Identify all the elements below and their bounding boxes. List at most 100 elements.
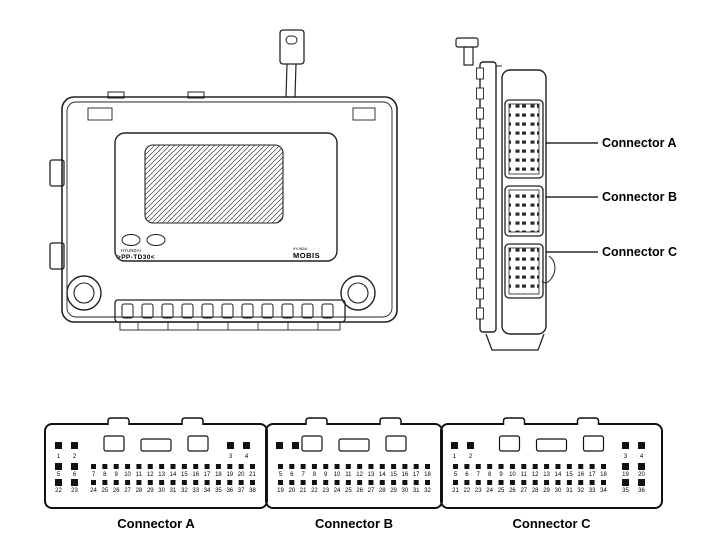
pin: [379, 464, 385, 469]
pin: [402, 480, 408, 485]
pin: [289, 480, 295, 485]
connector-label: Connector B: [315, 516, 393, 531]
housing-tab: [379, 417, 402, 425]
pin: [555, 480, 561, 485]
pin-number: 15: [390, 472, 397, 478]
pin: [368, 480, 374, 485]
top-edge-tab: [107, 91, 125, 99]
housing-key-slot: [187, 435, 209, 452]
housing-tab: [107, 417, 130, 425]
pin-number: 14: [379, 472, 386, 478]
pin-number: 18: [424, 472, 431, 478]
pin: [601, 480, 606, 485]
pin: [125, 480, 131, 485]
pin: [578, 464, 584, 469]
module-side-view: Connector A Connector B Connector C: [455, 37, 677, 351]
housing-key-slot: [301, 435, 323, 452]
pin: [638, 463, 645, 470]
pin: [589, 464, 595, 469]
pin-number: 12: [532, 472, 539, 478]
pin-number: 25: [102, 488, 109, 494]
pin: [566, 464, 572, 469]
pin: [227, 480, 233, 485]
pin-number: 22: [55, 488, 62, 494]
pin-number: 26: [356, 488, 363, 494]
pin-number: 24: [90, 488, 97, 494]
pin-number: 31: [170, 488, 177, 494]
pin-number: 8: [103, 472, 107, 478]
pin-number: 25: [345, 488, 352, 494]
pin-number: 6: [73, 472, 77, 478]
pin-number: 37: [238, 488, 245, 494]
pin: [113, 480, 119, 485]
pin: [589, 480, 595, 485]
left-mount-tab: [49, 242, 65, 270]
pin: [413, 464, 419, 469]
pin: [289, 464, 295, 469]
pin-number: 19: [622, 472, 629, 478]
callout-label-a: Connector A: [602, 136, 677, 150]
pin-number: 33: [192, 488, 199, 494]
pin-number: 9: [499, 472, 503, 478]
pin: [71, 442, 78, 449]
pin-number: 20: [638, 472, 645, 478]
pin-number: 4: [245, 454, 249, 460]
pin-number: 16: [577, 472, 584, 478]
pin: [311, 480, 317, 485]
pin-number: 10: [124, 472, 131, 478]
pin: [622, 442, 629, 449]
pin: [357, 480, 363, 485]
pin: [555, 464, 561, 469]
pin-number: 21: [300, 488, 307, 494]
pin: [278, 464, 283, 469]
pin: [334, 464, 340, 469]
pin: [453, 464, 458, 469]
strip-slots: [121, 303, 334, 319]
left-mount-tab: [49, 159, 65, 187]
pin-number: 29: [543, 488, 550, 494]
pin-number: 18: [600, 472, 607, 478]
pin: [451, 442, 458, 449]
pin: [159, 464, 165, 469]
pin-number: 6: [465, 472, 469, 478]
pin-number: 32: [577, 488, 584, 494]
pin-number: 29: [147, 488, 154, 494]
pin-number: 17: [589, 472, 596, 478]
housing-key-slot: [385, 435, 407, 452]
pin-number: 12: [147, 472, 154, 478]
pin-number: 12: [356, 472, 363, 478]
corner-detail: [352, 107, 376, 121]
pin: [464, 480, 470, 485]
pin: [55, 442, 62, 449]
pin-number: 36: [638, 488, 645, 494]
pin: [475, 480, 481, 485]
pin-number: 6: [290, 472, 294, 478]
pin: [521, 464, 527, 469]
pin: [71, 463, 78, 470]
base-band: [119, 321, 341, 331]
pin: [509, 480, 515, 485]
pin-number: 13: [543, 472, 550, 478]
pin-number: 20: [288, 488, 295, 494]
pin: [509, 464, 515, 469]
pin: [159, 480, 165, 485]
pin: [566, 480, 572, 485]
pin-number: 25: [498, 488, 505, 494]
pin: [227, 464, 233, 469]
pin-number: 2: [73, 454, 77, 460]
bracket-slot: [285, 35, 298, 45]
pin-number: 9: [324, 472, 328, 478]
pin: [464, 464, 470, 469]
brand-small-text: HYUNDAI: [293, 247, 307, 251]
material-code-text: >PP-TD30<: [117, 254, 155, 261]
mounting-boss-right: [340, 275, 376, 311]
pin: [578, 480, 584, 485]
top-edge-tab: [187, 91, 205, 99]
pin-number: 13: [368, 472, 375, 478]
pin: [544, 480, 550, 485]
pin-number: 10: [509, 472, 516, 478]
housing-tab: [576, 417, 600, 425]
pin: [532, 464, 538, 469]
